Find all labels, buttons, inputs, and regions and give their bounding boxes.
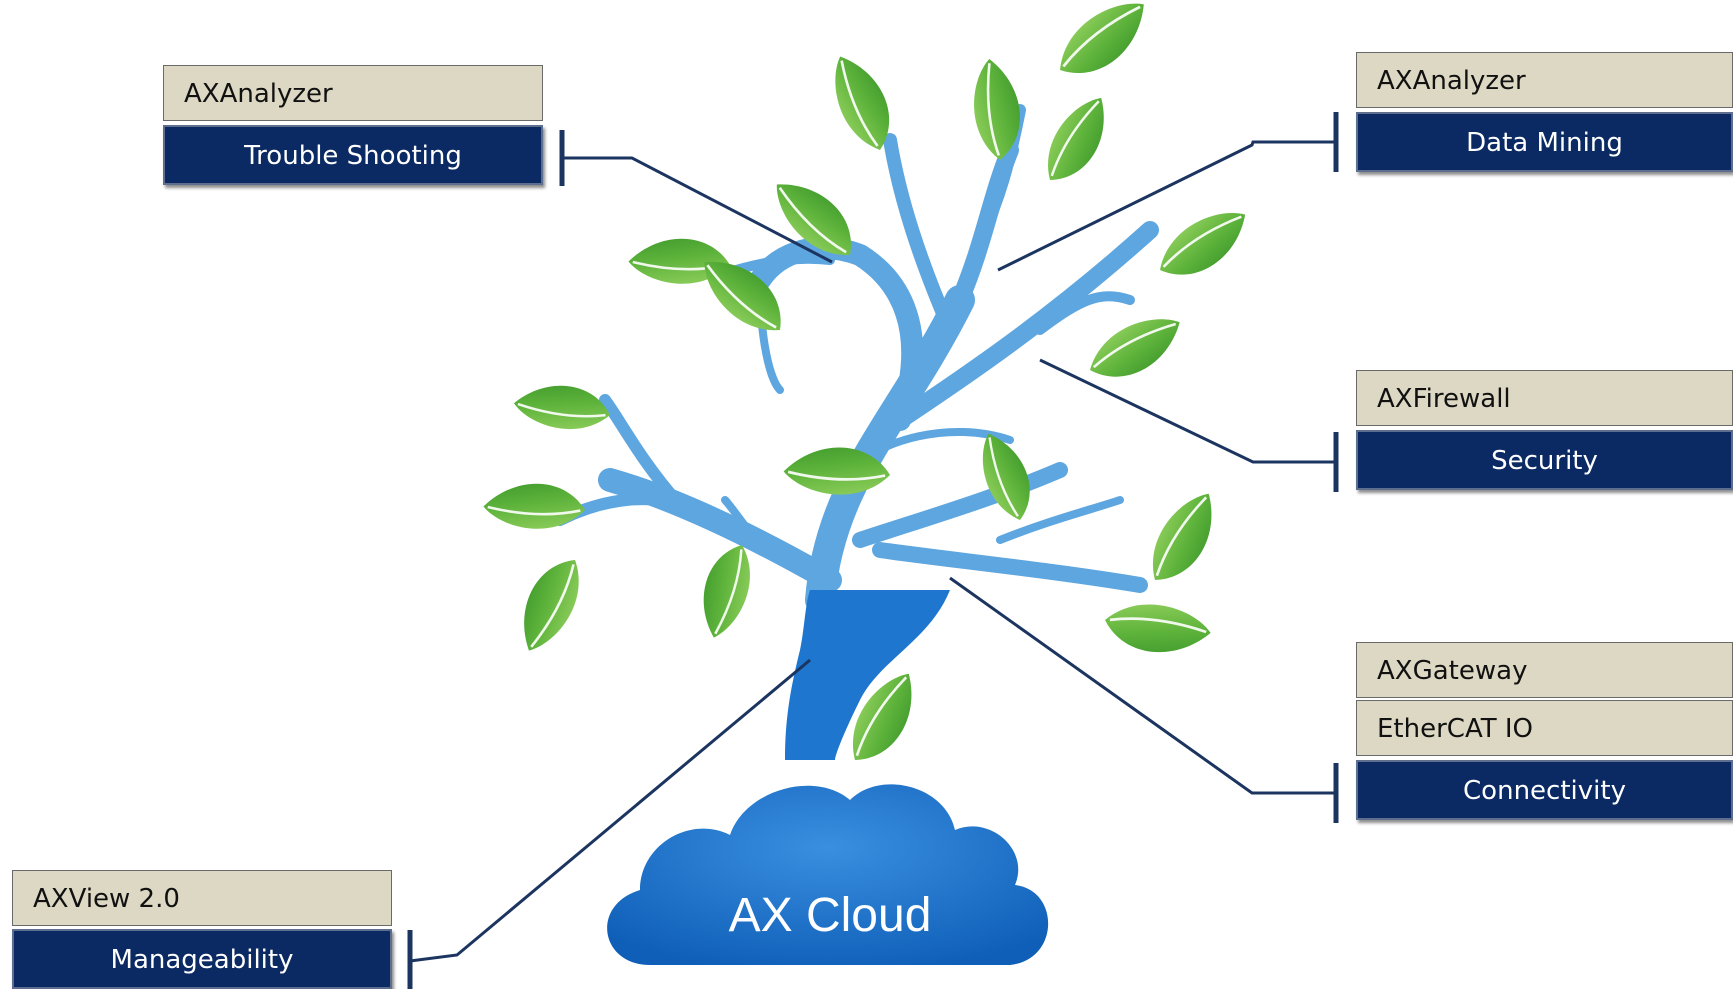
connector-lines [407,112,1339,989]
product-axanalyzer-mining: AXAnalyzer [1356,52,1733,108]
cloud-shape [607,784,1049,965]
product-axview: AXView 2.0 [12,870,392,926]
product-axanalyzer-trouble: AXAnalyzer [163,65,543,121]
feature-security: Security [1356,430,1733,490]
branches [554,104,1159,615]
connector-manageability [409,658,811,963]
feature-data-mining: Data Mining [1356,112,1733,172]
connector-mining [997,140,1336,272]
product-ethercat-io: EtherCAT IO [1356,700,1733,756]
connector-security [1039,358,1336,464]
feature-trouble-shooting: Trouble Shooting [163,125,543,185]
cloud-label: AX Cloud [728,889,932,942]
connector-connectivity [949,576,1336,795]
trunk [785,590,950,760]
connector-trouble [562,156,833,264]
product-axfirewall: AXFirewall [1356,370,1733,426]
feature-connectivity: Connectivity [1356,760,1733,820]
feature-manageability: Manageability [12,929,392,989]
product-axgateway: AXGateway [1356,642,1733,698]
